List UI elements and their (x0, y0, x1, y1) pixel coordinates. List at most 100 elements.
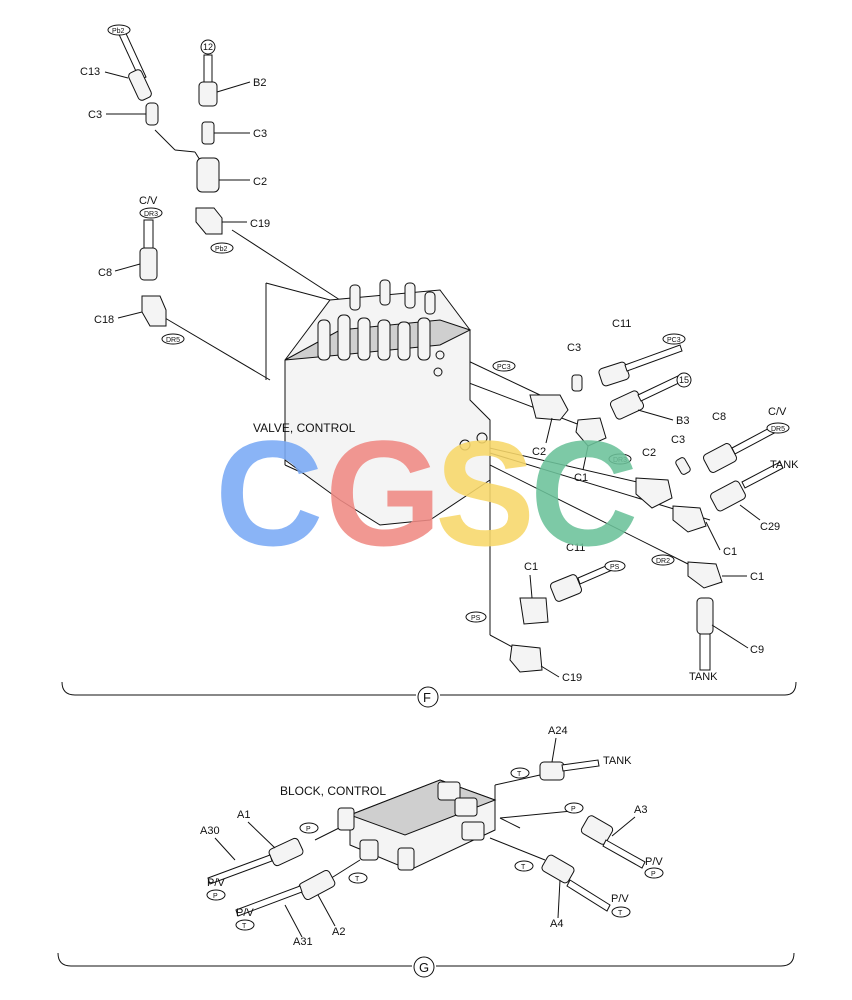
watermark-letter-1: C (215, 409, 323, 577)
label-tank-g: TANK (603, 755, 632, 767)
label-a3: A3 (634, 804, 647, 816)
watermark-letter-4: C (530, 409, 638, 577)
port-tag-dr2: DR2 (651, 554, 675, 566)
svg-text:PC3: PC3 (497, 364, 511, 371)
label-tank-right: TANK (770, 459, 799, 471)
valve-spools (317, 279, 488, 451)
label-c3-top-left: C3 (88, 109, 102, 121)
label-c11-lower: C11 (566, 542, 585, 554)
label-pv-lower-right: P/V (611, 893, 629, 905)
section-f-bracket: F (61, 681, 797, 708)
label-c2-right-a: C2 (532, 446, 546, 458)
section-g-bracket: G (57, 952, 795, 978)
label-c8-right: C8 (712, 411, 726, 423)
svg-text:DR2: DR2 (656, 558, 670, 565)
port-tag-p-left: P (299, 822, 319, 834)
label-c1-lower: C1 (524, 561, 538, 573)
label-pv-right: P/V (645, 856, 663, 868)
label-c29: C29 (760, 521, 780, 533)
cgsc-watermark: C G S C (215, 409, 638, 577)
label-pv-left-bottom: P/V (236, 907, 254, 919)
label-tank-bottom: TANK (689, 671, 718, 683)
port-tag-t-top: T (510, 767, 530, 779)
port-tag-ps-left: PS (465, 611, 487, 623)
section-marker-f: F (423, 690, 431, 705)
svg-text:Pb2: Pb2 (112, 28, 125, 35)
svg-text:Pb2: Pb2 (215, 246, 228, 253)
port-tag-p-pv-right: P (644, 867, 664, 879)
port-tag-p-right: P (564, 802, 584, 814)
port-tags-f: Pb2 Pb2 DR3 DR5 PC3 PC3 DR5 DR3 DR2 PS P… (107, 24, 790, 623)
port-tag-pb2-top: Pb2 (107, 24, 131, 36)
label-c1-right-c: C1 (750, 571, 764, 583)
circled-number-15: 15 (676, 372, 692, 388)
label-c3-right-a: C3 (567, 342, 581, 354)
label-cv-right: C/V (768, 406, 787, 418)
control-block (337, 779, 497, 871)
svg-text:T: T (242, 923, 247, 930)
label-a30: A30 (200, 825, 220, 837)
port-tag-t-lower: T (514, 860, 534, 872)
port-tags-g: T P P T T P P T T (206, 767, 664, 931)
port-tag-pb2-mid: Pb2 (210, 242, 234, 254)
labels-g: A24 TANK BLOCK, CONTROL A1 A30 A3 P/V P/… (200, 725, 663, 948)
svg-text:12: 12 (203, 42, 213, 52)
label-c1-right-a: C1 (574, 472, 588, 484)
label-c2-right-b: C2 (642, 447, 656, 459)
watermark-letter-2: G (325, 409, 442, 577)
label-b3: B3 (676, 415, 689, 427)
label-a1: A1 (237, 809, 250, 821)
label-c11-right-a: C11 (612, 318, 631, 330)
circled-numbers: 12 15 (200, 39, 692, 388)
svg-text:P: P (571, 806, 576, 813)
label-c2-top: C2 (253, 176, 267, 188)
label-pv-left-top: P/V (207, 877, 225, 889)
svg-text:P: P (306, 826, 311, 833)
watermark-letter-3: S (435, 409, 535, 577)
svg-text:DR3: DR3 (144, 211, 158, 218)
label-a2: A2 (332, 926, 345, 938)
label-a31: A31 (293, 936, 313, 948)
svg-text:DR5: DR5 (166, 337, 180, 344)
control-valve-body (284, 279, 491, 526)
label-c8-left: C8 (98, 267, 112, 279)
port-tag-p-pv-left: P (206, 889, 226, 901)
svg-text:T: T (618, 910, 623, 917)
label-c19-top: C19 (250, 218, 270, 230)
svg-text:P: P (651, 871, 656, 878)
fittings-f (116, 26, 784, 673)
assembly-label-valve-control: VALVE, CONTROL (253, 421, 356, 435)
port-tag-t-pv-left: T (235, 919, 255, 931)
port-tag-t-pv-lower-right: T (611, 906, 631, 918)
port-tag-t-center: T (348, 872, 368, 884)
svg-text:PS: PS (610, 564, 620, 571)
label-c3-right-b: C3 (671, 434, 685, 446)
svg-text:15: 15 (679, 375, 689, 385)
labels-f: C13 C3 B2 C3 C2 C19 C/V C8 C18 VALVE, CO… (80, 66, 799, 684)
port-tag-dr3-right: DR3 (608, 453, 632, 465)
label-c9: C9 (750, 644, 764, 656)
fittings-g (207, 759, 646, 917)
svg-text:T: T (521, 864, 526, 871)
label-c13: C13 (80, 66, 100, 78)
section-marker-g: G (419, 960, 429, 975)
svg-text:P: P (213, 893, 218, 900)
svg-text:DR5: DR5 (771, 426, 785, 433)
label-c18: C18 (94, 314, 114, 326)
label-cv-left: C/V (139, 195, 158, 207)
label-b2: B2 (253, 77, 266, 89)
port-tag-pc3-mid: PC3 (492, 360, 516, 372)
svg-text:T: T (355, 876, 360, 883)
label-c1-right-b: C1 (723, 546, 737, 558)
port-tag-dr5-right: DR5 (766, 422, 790, 434)
label-a24: A24 (548, 725, 568, 737)
label-a4: A4 (550, 918, 563, 930)
svg-text:DR3: DR3 (613, 457, 627, 464)
label-c3-top-mid: C3 (253, 128, 267, 140)
circled-number-12: 12 (200, 39, 216, 55)
port-tag-ps-right: PS (604, 560, 626, 572)
svg-text:T: T (517, 771, 522, 778)
label-c19-lower: C19 (562, 672, 582, 684)
svg-text:PC3: PC3 (667, 337, 681, 344)
